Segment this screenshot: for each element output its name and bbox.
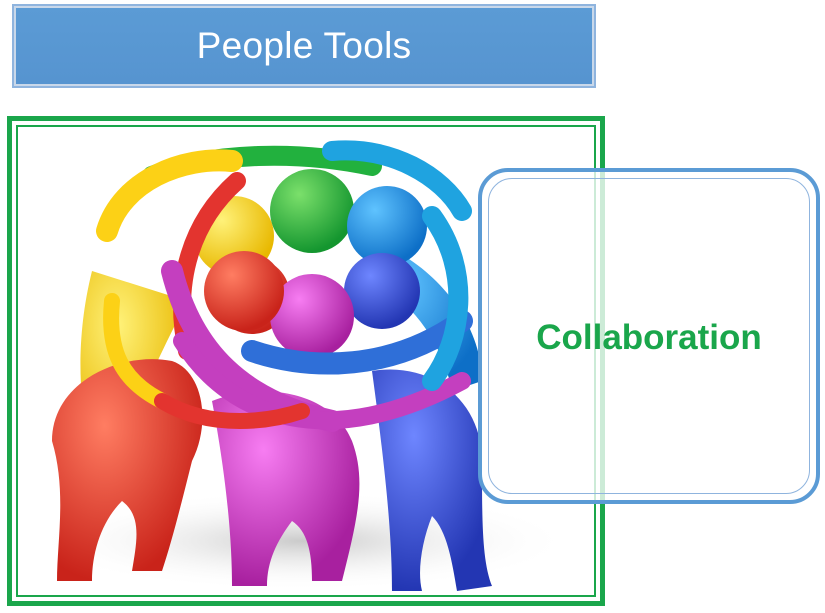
people-circle-illustration [32, 140, 572, 591]
page-title: People Tools [196, 25, 412, 66]
title-banner: People Tools [12, 4, 596, 88]
callout-label: Collaboration [536, 318, 762, 357]
collaboration-callout: Collaboration [478, 168, 820, 504]
